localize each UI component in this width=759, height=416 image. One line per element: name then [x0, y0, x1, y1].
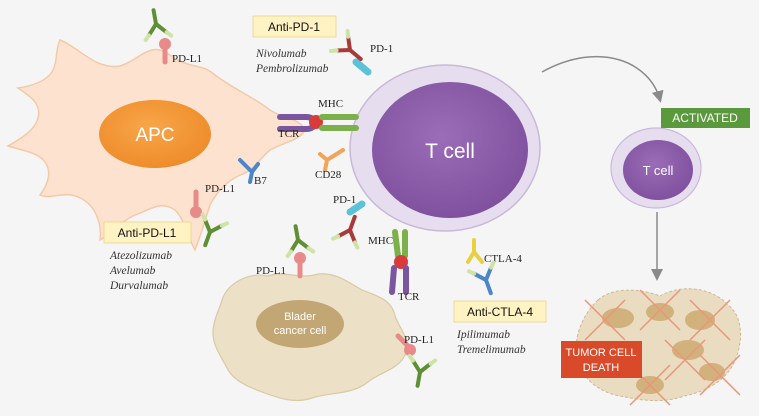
activation-arrow — [541, 55, 664, 103]
anti-pd1-antibody — [328, 29, 372, 71]
cd28-label: CD28 — [315, 169, 342, 181]
t-cell-nucleus — [372, 82, 528, 218]
tumor-death-badge: TUMOR CELL DEATH — [561, 341, 642, 378]
anti-pdl1-antibody-cancer-left — [280, 221, 316, 259]
activated-t-cell-nucleus — [623, 140, 693, 200]
mhc-tcr-bottom — [389, 229, 409, 295]
svg-text:Anti-PD-L1: Anti-PD-L1 — [118, 226, 177, 240]
tcr-label-top: TCR — [278, 128, 300, 140]
anti-pdl1-box: Anti-PD-L1 — [103, 221, 192, 244]
cancer-label-line2: cancer cell — [274, 325, 327, 337]
anti-pdl1-antibody-cancer-right — [402, 353, 438, 391]
pdl1-label-top: PD-L1 — [172, 53, 202, 65]
anti-ctla4-box: Anti-CTLA-4 — [453, 300, 547, 323]
pd1-receptor-mid — [346, 200, 366, 216]
drug-nivolumab: Nivolumab — [255, 48, 307, 60]
apc-nucleus — [99, 100, 211, 168]
cancer-cell: Blader cancer cell — [212, 273, 408, 402]
pdl1-cancer-right — [395, 333, 416, 356]
t-cell-main: T cell — [349, 64, 541, 232]
svg-text:Anti-PD-1: Anti-PD-1 — [268, 20, 320, 34]
svg-text:Anti-CTLA-4: Anti-CTLA-4 — [467, 305, 533, 319]
ctla4-label: CTLA-4 — [484, 253, 522, 265]
anti-pdl1-antibody-top — [138, 5, 174, 43]
mhc-label-top: MHC — [318, 98, 343, 110]
cancer-label-line1: Blader — [284, 311, 316, 323]
anti-pd1-antibody-mid — [330, 210, 370, 250]
pdl1-label-cancer-right: PD-L1 — [404, 334, 434, 346]
apc-label: APC — [135, 125, 174, 146]
drug-durvalumab: Durvalumab — [109, 280, 168, 292]
b7-ligand — [238, 158, 260, 184]
anti-ctla4-antibody — [466, 260, 506, 300]
pdl1-cancer-left — [294, 252, 306, 279]
t-cell-label: T cell — [425, 140, 475, 163]
tcr-label-bottom: TCR — [398, 291, 420, 303]
svg-text:TUMOR CELL: TUMOR CELL — [566, 347, 637, 359]
drug-avelumab: Avelumab — [109, 265, 156, 277]
pdl1-apc-top — [159, 38, 171, 65]
pd1-label-mid: PD-1 — [333, 194, 356, 206]
apc-cell: APC — [6, 39, 306, 252]
drug-ipilimumab: Ipilimumab — [456, 329, 510, 341]
pdl1-label-cancer-left: PD-L1 — [256, 265, 286, 277]
drug-tremelimumab: Tremelimumab — [457, 344, 526, 356]
anti-pd1-box: Anti-PD-1 — [252, 15, 337, 38]
activated-badge: ACTIVATED — [661, 108, 750, 128]
pdl1-apc-bottom — [190, 189, 202, 218]
svg-text:ACTIVATED: ACTIVATED — [672, 111, 738, 125]
pd1-label-top: PD-1 — [370, 43, 393, 55]
svg-text:DEATH: DEATH — [583, 362, 620, 374]
mhc-tcr-top — [277, 114, 359, 132]
mhc-label-bottom: MHC — [368, 235, 393, 247]
drug-atezolizumab: Atezolizumab — [109, 250, 172, 262]
drug-pembrolizumab: Pembrolizumab — [255, 63, 329, 75]
activated-t-cell-label: T cell — [643, 163, 674, 178]
cd28-receptor — [318, 148, 345, 172]
pdl1-label-apc-bottom: PD-L1 — [205, 183, 235, 195]
pd1-receptor-top — [352, 58, 372, 76]
ctla4-receptor — [466, 238, 484, 264]
b7-label: B7 — [254, 175, 267, 187]
t-cell-activated: T cell — [610, 127, 702, 209]
cancer-nucleus — [256, 300, 344, 348]
